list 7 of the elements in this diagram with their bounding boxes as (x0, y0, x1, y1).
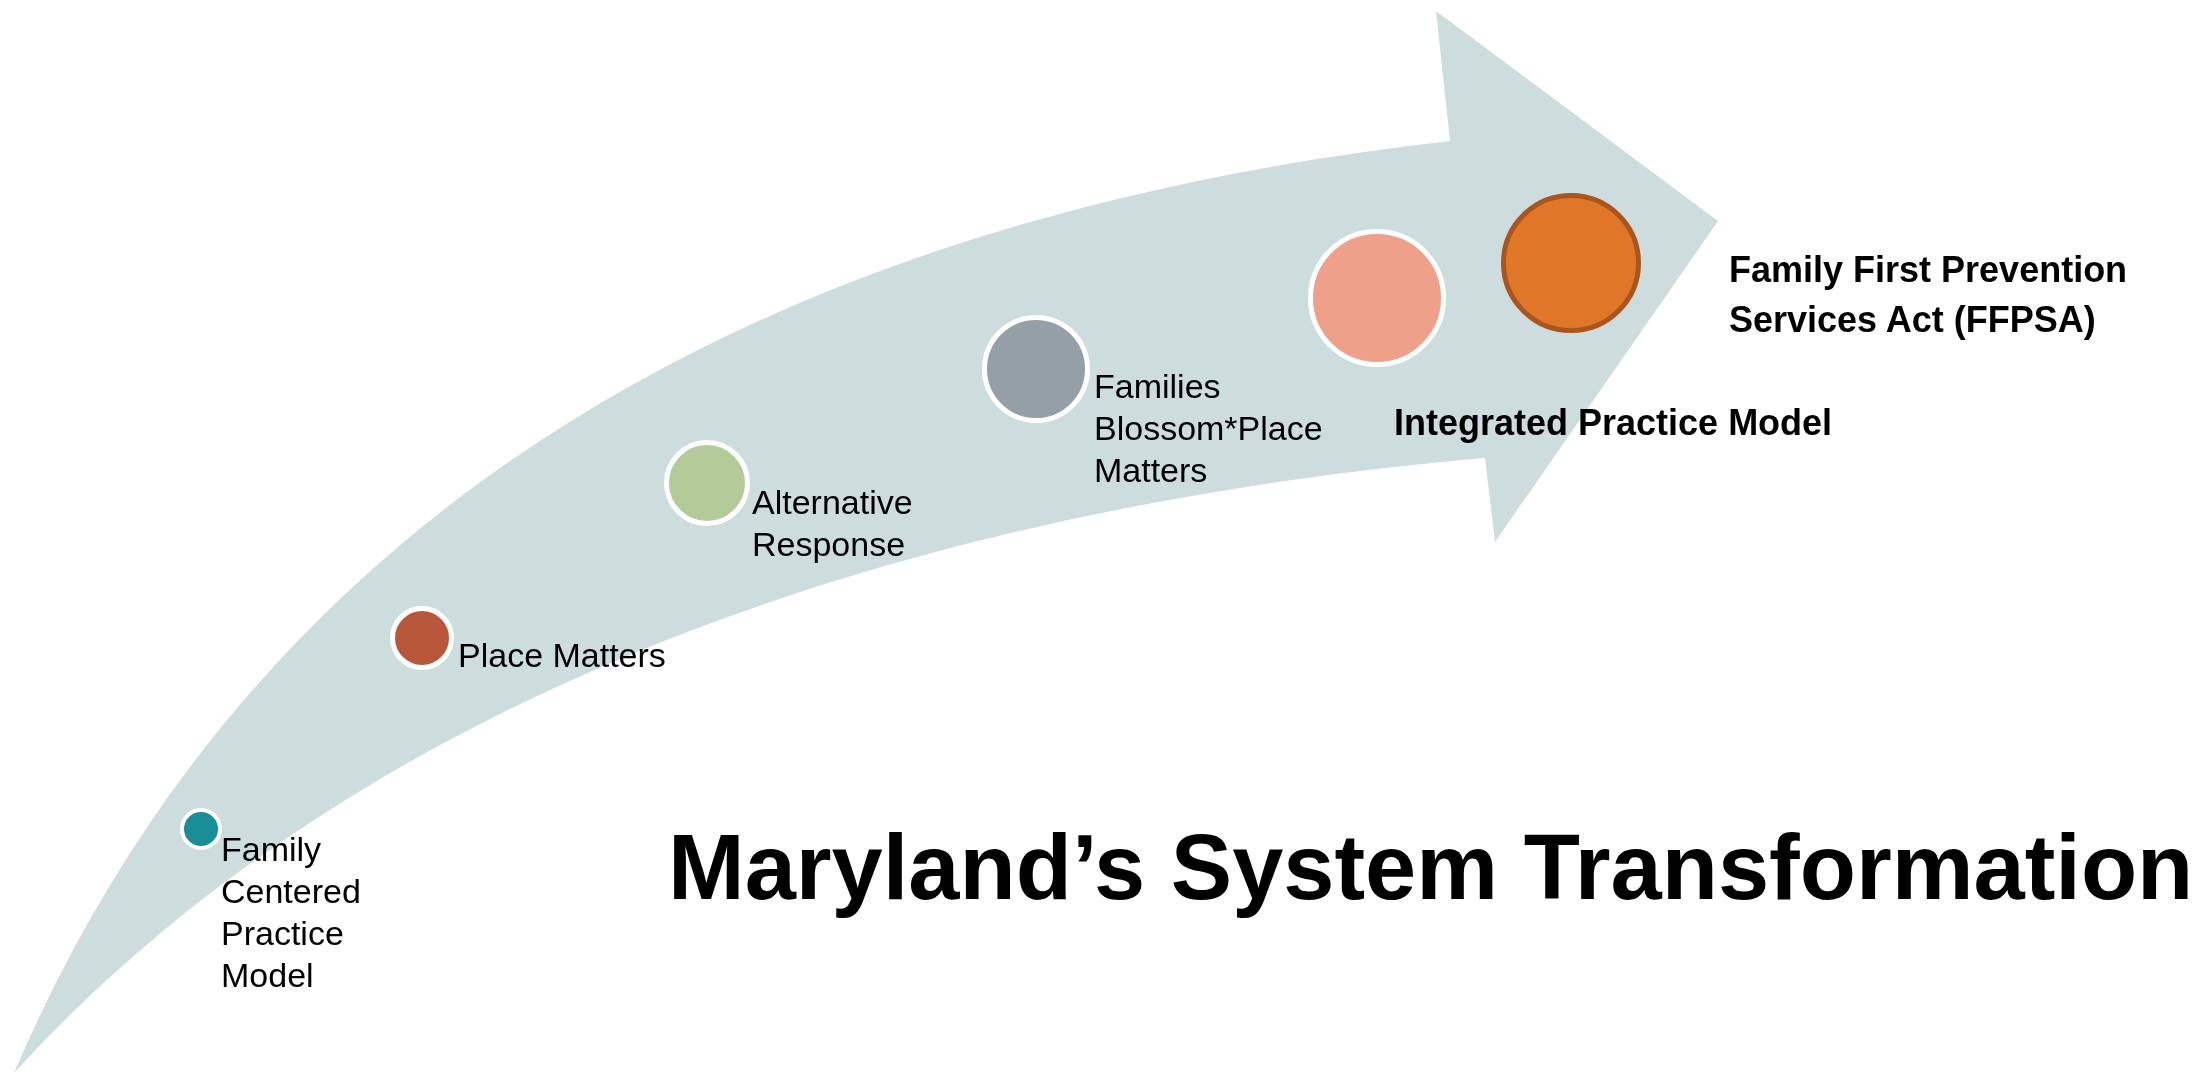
milestone-label: Alternative Response (752, 482, 914, 565)
milestone-label: Integrated Practice Model (1394, 401, 1834, 445)
milestone-label: Families Blossom*Place Matters (1094, 366, 1324, 491)
milestone-label: Family Centered Practice Model (221, 829, 362, 996)
milestone-label: Family First Prevention Services Act (FFPSA) (1729, 248, 2129, 342)
milestone-label: Place Matters (458, 635, 667, 676)
diagram-title: Maryland’s System Transformation (668, 815, 2194, 920)
